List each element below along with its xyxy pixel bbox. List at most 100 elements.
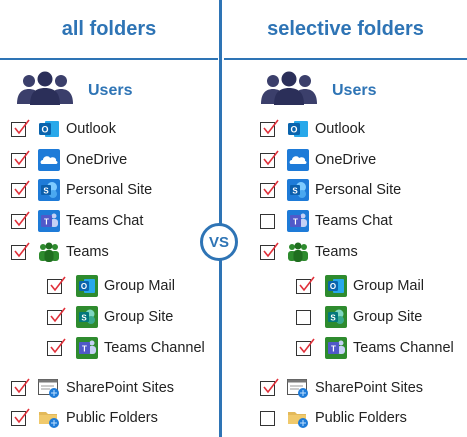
sharepoint-sites-icon <box>38 377 60 399</box>
folder-row-teams-channel: T Teams Channel <box>296 337 454 359</box>
checkbox-checked[interactable] <box>11 242 30 260</box>
public-folders-icon <box>38 407 60 429</box>
users-label: Users <box>332 81 377 99</box>
folder-row-outlook: O Outlook <box>260 118 365 140</box>
folder-row-teams-chat: T Teams Chat <box>260 210 392 232</box>
checkbox-checked[interactable] <box>11 378 30 396</box>
svg-text:S: S <box>81 314 87 323</box>
folder-row-group-mail: O Group Mail <box>296 275 424 297</box>
folder-row-onedrive: OneDrive <box>11 149 127 171</box>
checkbox-checked[interactable] <box>47 338 66 356</box>
folder-label: Teams Channel <box>104 340 205 356</box>
horizontal-divider <box>224 58 467 60</box>
svg-text:T: T <box>82 345 87 354</box>
onedrive-icon <box>287 149 309 171</box>
folder-row-sharepoint-sites: SharePoint Sites <box>260 377 423 399</box>
onedrive-icon <box>38 149 60 171</box>
folder-row-onedrive: OneDrive <box>260 149 376 171</box>
checkbox-checked[interactable] <box>260 242 279 260</box>
checkbox-checked[interactable] <box>11 211 30 229</box>
folder-label: OneDrive <box>315 152 377 168</box>
checkbox-checked[interactable] <box>260 378 279 396</box>
checkbox-checked[interactable] <box>11 150 30 168</box>
teams-icon: T <box>38 210 60 232</box>
checkbox-checked[interactable] <box>47 276 66 294</box>
svg-text:T: T <box>331 345 336 354</box>
folder-label: OneDrive <box>66 152 128 168</box>
folder-row-public-folders: Public Folders <box>260 407 407 429</box>
teams-channel-icon: T <box>325 337 347 359</box>
sharepoint-sites-icon <box>287 377 309 399</box>
folder-label: Teams <box>315 244 358 260</box>
folder-row-teams: Teams <box>11 241 109 263</box>
teams-icon: T <box>287 210 309 232</box>
users-header: Users <box>16 71 132 110</box>
folder-label: Teams Chat <box>66 213 144 229</box>
svg-text:S: S <box>330 314 336 323</box>
vs-badge: VS <box>200 223 238 261</box>
checkbox-checked[interactable] <box>11 408 30 426</box>
horizontal-divider <box>0 58 218 60</box>
folder-label: Group Site <box>104 309 174 325</box>
sharepoint-icon: S <box>287 179 309 201</box>
teams-channel-icon: T <box>76 337 98 359</box>
folder-row-teams-chat: T Teams Chat <box>11 210 143 232</box>
group-site-icon: S <box>76 306 98 328</box>
folder-row-personal-site: S Personal Site <box>11 179 152 201</box>
folder-label: Personal Site <box>66 182 153 198</box>
column-title: all folders <box>61 18 157 40</box>
svg-text:O: O <box>290 125 297 135</box>
outlook-icon: O <box>287 118 309 140</box>
svg-text:O: O <box>81 282 87 291</box>
vertical-divider <box>219 0 222 437</box>
folder-label: Personal Site <box>315 182 402 198</box>
checkbox-unchecked[interactable] <box>260 213 275 229</box>
checkbox-unchecked[interactable] <box>260 410 275 426</box>
users-group-icon <box>16 71 74 110</box>
checkbox-checked[interactable] <box>260 150 279 168</box>
svg-text:T: T <box>293 218 298 227</box>
folder-label: Teams Channel <box>353 340 454 356</box>
group-mail-icon: O <box>76 275 98 297</box>
folder-label: SharePoint Sites <box>315 380 424 396</box>
folder-row-outlook: O Outlook <box>11 118 116 140</box>
public-folders-icon <box>287 407 309 429</box>
checkbox-unchecked[interactable] <box>296 309 311 325</box>
checkbox-checked[interactable] <box>260 180 279 198</box>
folder-label: Outlook <box>315 121 365 137</box>
checkbox-checked[interactable] <box>296 276 315 294</box>
svg-text:S: S <box>43 187 49 196</box>
folder-label: Teams Chat <box>315 213 393 229</box>
users-group-icon <box>260 71 318 110</box>
folder-row-teams-channel: T Teams Channel <box>47 337 205 359</box>
group-site-icon: S <box>325 306 347 328</box>
checkbox-checked[interactable] <box>47 307 66 325</box>
svg-text:T: T <box>44 218 49 227</box>
folder-label: Teams <box>66 244 109 260</box>
checkbox-checked[interactable] <box>11 119 30 137</box>
folder-label: Outlook <box>66 121 116 137</box>
folder-row-personal-site: S Personal Site <box>260 179 401 201</box>
teams-group-icon <box>287 241 309 263</box>
folder-label: SharePoint Sites <box>66 380 175 396</box>
teams-group-icon <box>38 241 60 263</box>
folder-label: Public Folders <box>66 410 158 426</box>
folder-label: Group Mail <box>104 278 175 294</box>
checkbox-checked[interactable] <box>260 119 279 137</box>
folder-row-sharepoint-sites: SharePoint Sites <box>11 377 174 399</box>
group-mail-icon: O <box>325 275 347 297</box>
folder-row-group-mail: O Group Mail <box>47 275 175 297</box>
folder-row-public-folders: Public Folders <box>11 407 158 429</box>
checkbox-checked[interactable] <box>11 180 30 198</box>
svg-text:O: O <box>41 125 48 135</box>
svg-text:O: O <box>330 282 336 291</box>
folder-label: Group Site <box>353 309 423 325</box>
folder-label: Group Mail <box>353 278 424 294</box>
sharepoint-icon: S <box>38 179 60 201</box>
column-title: selective folders <box>267 18 424 40</box>
outlook-icon: O <box>38 118 60 140</box>
users-header: Users <box>260 71 376 110</box>
checkbox-checked[interactable] <box>296 338 315 356</box>
